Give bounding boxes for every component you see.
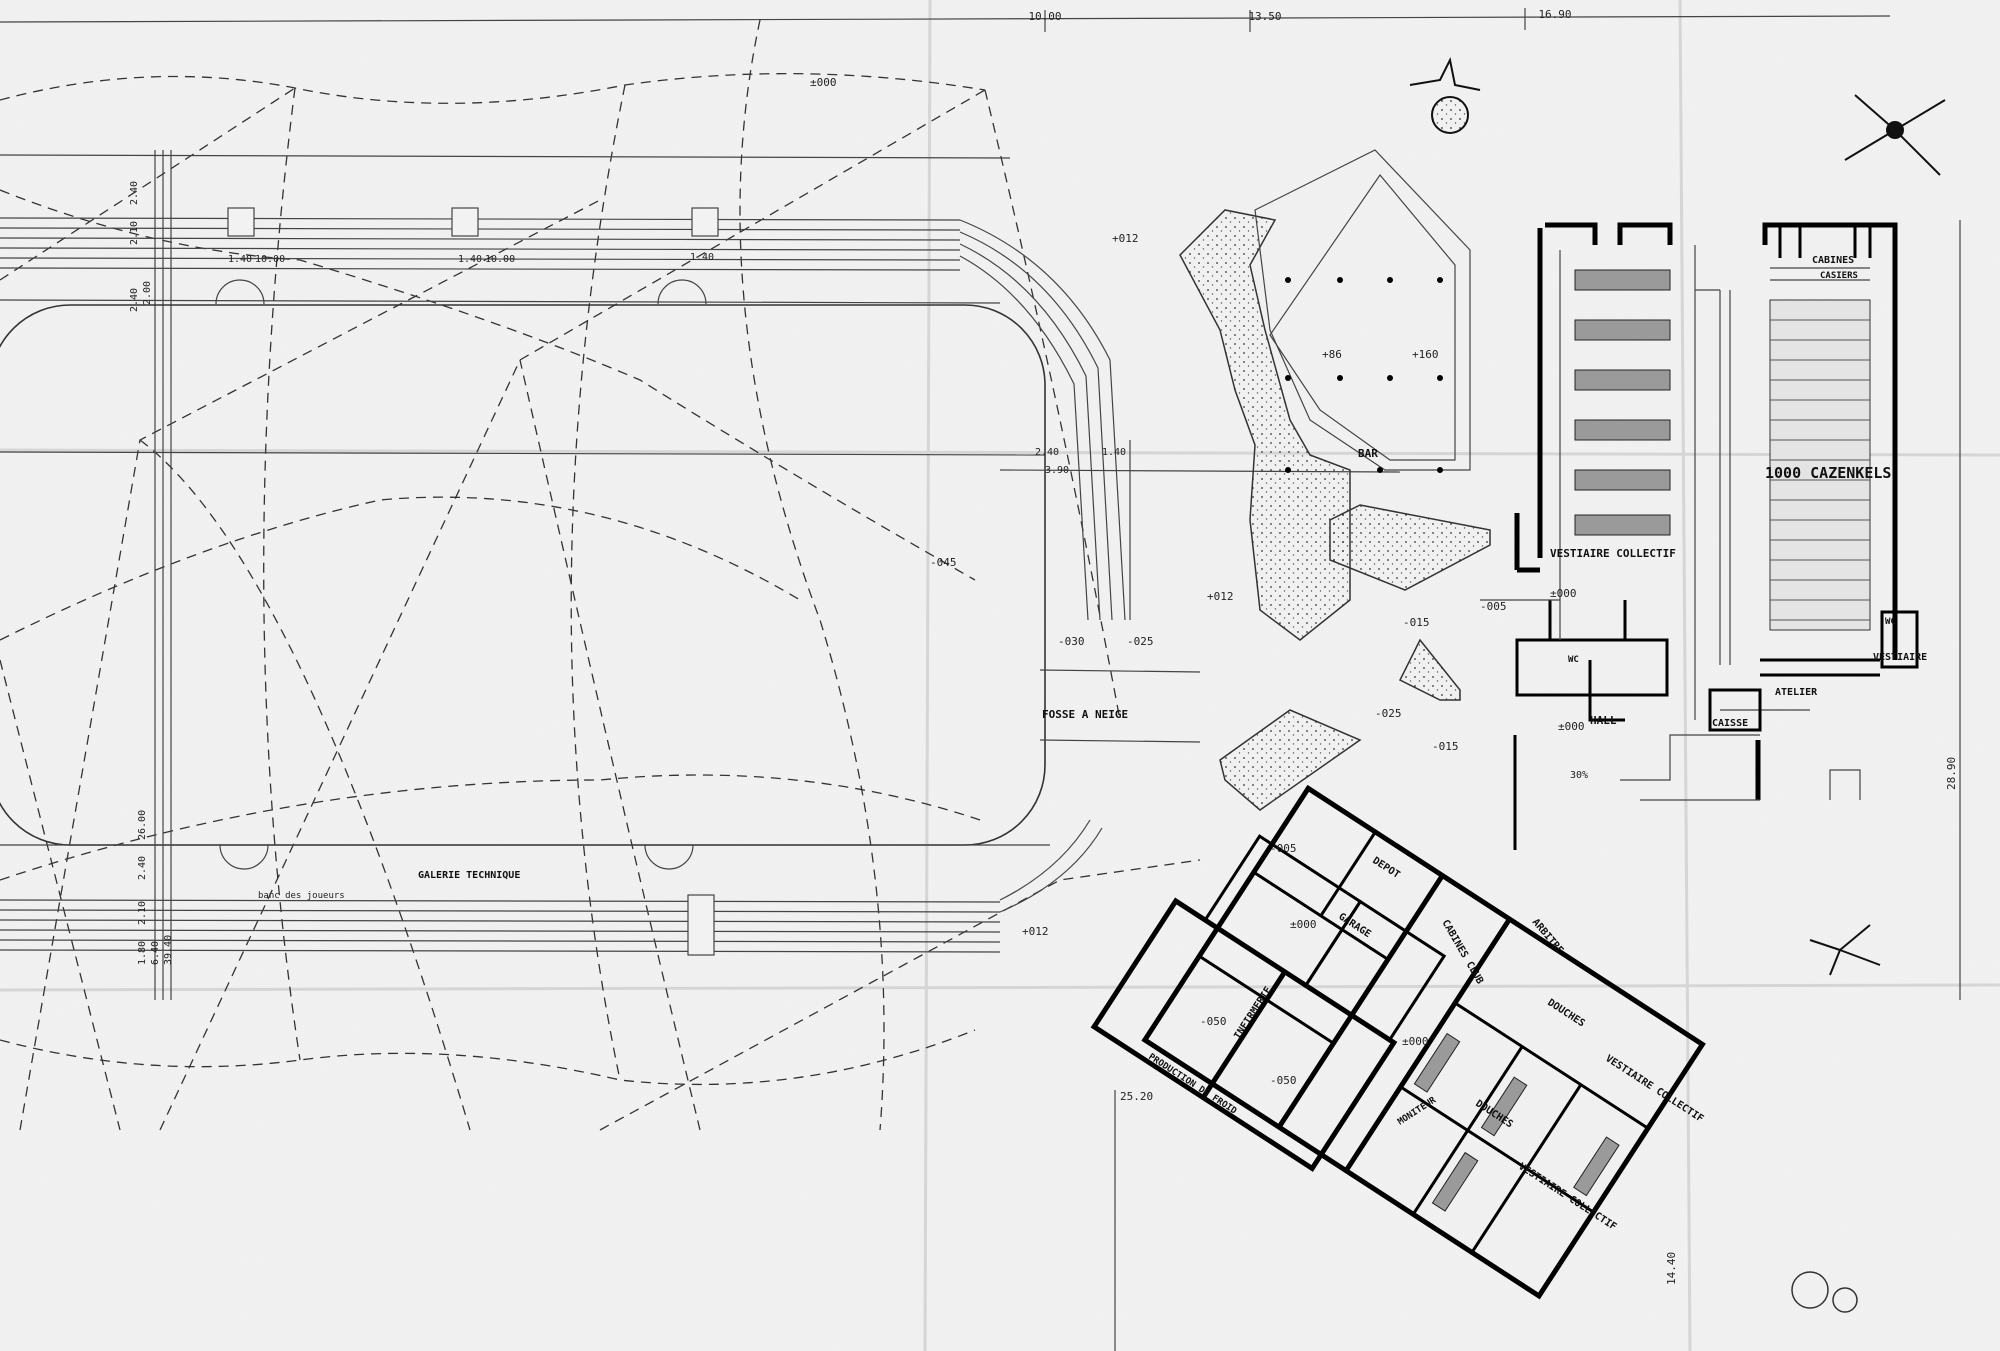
dim-track-bot-a: 2.40 <box>137 856 148 880</box>
room-cazenkels: 1000 CAZENKELS <box>1765 464 1891 482</box>
level-top: ±000 <box>810 76 837 89</box>
room-banc-joueurs: banc des joueurs <box>258 891 345 901</box>
room-cabines: CABINES <box>1812 255 1854 266</box>
bar-grid-dots <box>1285 277 1443 473</box>
dim-center-c: 1.40 <box>1102 447 1126 458</box>
dim-center-b: 3.90 <box>1045 465 1069 476</box>
lower-locker-building <box>1141 784 1706 1300</box>
dim-track-bot-d: 6.40 <box>150 941 161 965</box>
dim-track-top-b: 2.10 <box>129 221 140 245</box>
level-infirmerie: ±000 <box>1402 1035 1429 1048</box>
room-caisse: CAISSE <box>1712 718 1748 729</box>
level-slope: 30% <box>1570 770 1588 781</box>
running-track-top <box>0 150 1011 1000</box>
level-030: -030 <box>1058 635 1085 648</box>
roof-structure-dashed <box>0 19 1201 1131</box>
room-hall: HALL <box>1590 714 1617 727</box>
dim-track-bot-e: 39.40 <box>163 935 174 965</box>
level-025b: -025 <box>1375 707 1402 720</box>
dim-bottom-left: 25.20 <box>1120 1090 1153 1103</box>
level-012b: +012 <box>1207 590 1234 603</box>
dim-track-top-c: 2.40 <box>129 288 140 312</box>
level-005a: -005 <box>1480 600 1507 613</box>
locker-rows-right <box>1769 299 1871 631</box>
infirmary-block <box>1090 834 1447 1172</box>
level-012a: +012 <box>1112 232 1139 245</box>
room-fosse-neige: FOSSE A NEIGE <box>1042 708 1128 721</box>
level-hall1: ±000 <box>1558 720 1585 733</box>
dim-track-bot-b: 2.10 <box>137 901 148 925</box>
level-015b: -015 <box>1432 740 1459 753</box>
room-vestiaire: VESTIAIRE <box>1873 652 1927 663</box>
dim-top-1: 10.00 <box>1028 10 1061 23</box>
level-garage: ±000 <box>1290 918 1317 931</box>
dim-bottom-right: 14.40 <box>1665 1252 1678 1285</box>
dim-track-mid-c: 1.40 <box>458 254 482 265</box>
dim-track-mid-e: 1.40 <box>690 252 714 263</box>
room-wc-hall: WC <box>1568 655 1579 665</box>
room-vestiaire-collectif-1: VESTIAIRE COLLECTIF <box>1550 547 1676 560</box>
level-025a: -025 <box>1127 635 1154 648</box>
level-160: +160 <box>1412 348 1439 361</box>
top-dimension-line <box>0 8 1891 32</box>
cazenkels-building <box>1514 222 1919 720</box>
dim-center-a: 2.40 <box>1035 447 1059 458</box>
level-012c: +012 <box>1022 925 1049 938</box>
stands-curve-top <box>959 219 1126 621</box>
hall-walls <box>1480 599 1861 850</box>
plant-symbol-4 <box>1791 1271 1858 1313</box>
dim-rink-width: 26.00 <box>137 810 148 840</box>
room-galerie-technique: GALERIE TECHNIQUE <box>418 870 520 881</box>
locker-benches-left <box>1574 269 1671 536</box>
dim-top-2: 13.50 <box>1248 10 1281 23</box>
level-86: +86 <box>1322 348 1342 361</box>
dim-track-bot-c: 1.80 <box>137 941 148 965</box>
rink-center-line <box>0 451 1046 456</box>
level-rink: -045 <box>930 556 957 569</box>
locker-row-lines <box>1770 319 1870 621</box>
plant-symbol-2 <box>1844 94 1946 176</box>
dim-track-mid-a: 1.40 <box>228 254 252 265</box>
level-050b: -050 <box>1270 1074 1297 1087</box>
dim-right-total: 28.90 <box>1945 757 1958 790</box>
level-015a: -015 <box>1403 616 1430 629</box>
level-050a: -050 <box>1200 1015 1227 1028</box>
bar-building <box>1179 149 1491 811</box>
dim-track-top-d: 2.00 <box>142 281 153 305</box>
running-track-bottom <box>0 819 1103 956</box>
room-casiers: CASIERS <box>1820 271 1858 281</box>
plant-symbol-1 <box>1409 56 1481 134</box>
level-005b: -005 <box>1270 842 1297 855</box>
room-wc-main: WC <box>1885 617 1896 627</box>
dim-track-mid-d: 10.00 <box>485 254 515 265</box>
room-bar: BAR <box>1358 447 1378 460</box>
plant-symbol-3 <box>1809 924 1881 976</box>
room-atelier: ATELIER <box>1775 687 1818 698</box>
dim-track-top-a: 2.40 <box>129 181 140 205</box>
dim-track-mid-b: 10.00 <box>255 254 285 265</box>
level-hall0: ±000 <box>1550 587 1577 600</box>
center-dimension-lines <box>999 440 1401 743</box>
dim-top-3: 16.90 <box>1538 8 1571 21</box>
